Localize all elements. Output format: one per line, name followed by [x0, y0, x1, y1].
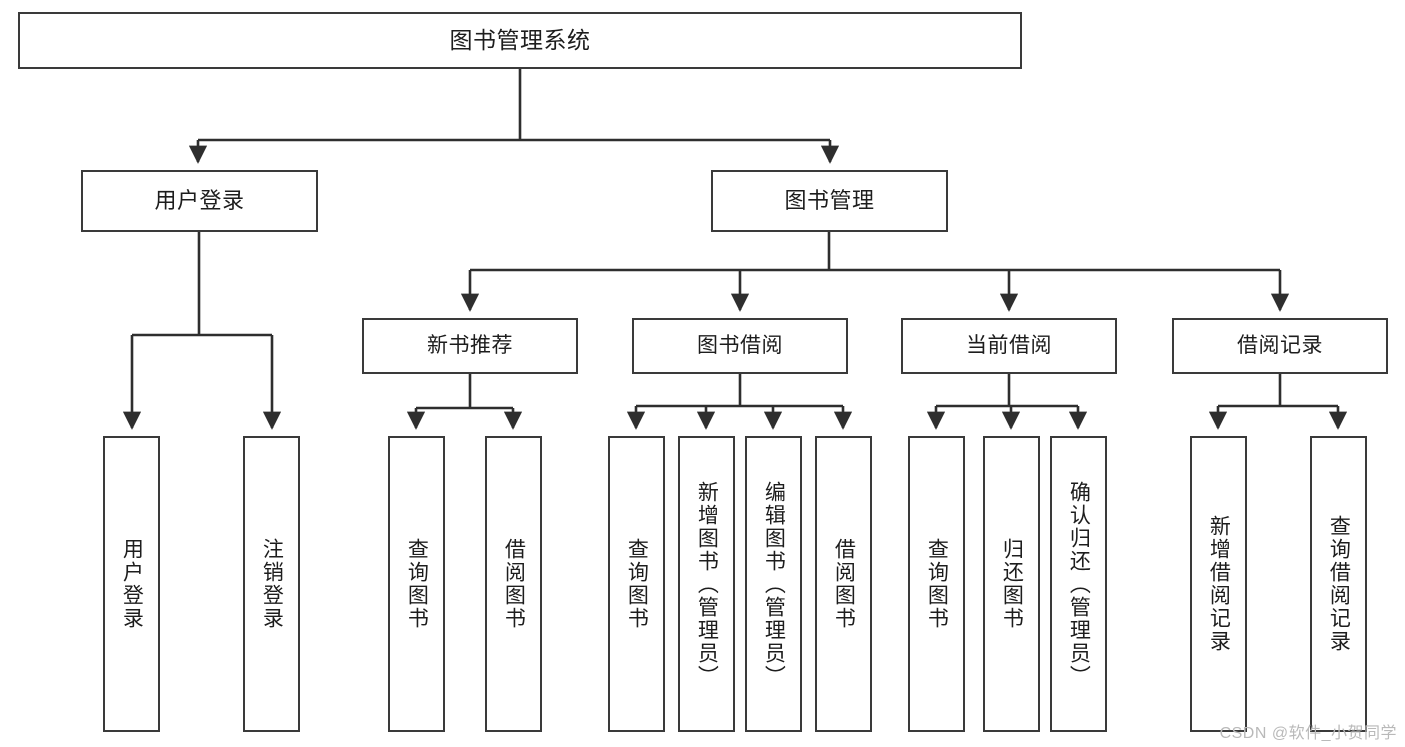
leaf-user-login[interactable]: 用户登录	[103, 436, 160, 732]
node-label: 用户登录	[154, 188, 245, 214]
node-book-management[interactable]: 图书管理	[711, 170, 948, 232]
node-label: 借阅图书	[832, 538, 856, 630]
leaf-add-borrow-record[interactable]: 新增借阅记录	[1190, 436, 1247, 732]
leaf-query-borrow-record[interactable]: 查询借阅记录	[1310, 436, 1367, 732]
node-label: 查询图书	[625, 538, 649, 630]
node-label: 新书推荐	[427, 333, 513, 357]
node-new-book-recommend[interactable]: 新书推荐	[362, 318, 578, 374]
node-label: 查询图书	[925, 538, 949, 630]
node-user-login[interactable]: 用户登录	[81, 170, 318, 232]
leaf-confirm-return-admin[interactable]: 确认归还（管理员）	[1050, 436, 1107, 732]
leaf-return-book[interactable]: 归还图书	[983, 436, 1040, 732]
csdn-watermark: CSDN @软件_小贺同学	[1219, 725, 1397, 742]
node-current-borrow[interactable]: 当前借阅	[901, 318, 1117, 374]
leaf-borrow-book-recommend[interactable]: 借阅图书	[485, 436, 542, 732]
node-label: 查询图书	[405, 538, 429, 630]
leaf-edit-book-admin[interactable]: 编辑图书（管理员）	[745, 436, 802, 732]
node-label: 用户登录	[120, 538, 144, 630]
node-label: 图书管理	[784, 188, 875, 214]
node-label: 当前借阅	[966, 333, 1052, 357]
node-label: 借阅记录	[1237, 333, 1323, 357]
node-label: 图书借阅	[697, 333, 783, 357]
leaf-query-book-recommend[interactable]: 查询图书	[388, 436, 445, 732]
node-borrow-records[interactable]: 借阅记录	[1172, 318, 1388, 374]
leaf-borrow-book[interactable]: 借阅图书	[815, 436, 872, 732]
node-label: 图书管理系统	[449, 26, 591, 53]
node-root-system[interactable]: 图书管理系统	[18, 12, 1022, 69]
leaf-add-book-admin[interactable]: 新增图书（管理员）	[678, 436, 735, 732]
node-label: 编辑图书（管理员）	[762, 480, 786, 688]
node-label: 归还图书	[1000, 538, 1024, 630]
node-label: 借阅图书	[502, 538, 526, 630]
node-label: 新增借阅记录	[1207, 515, 1231, 653]
node-label: 新增图书（管理员）	[695, 480, 719, 688]
node-label: 查询借阅记录	[1327, 515, 1351, 653]
node-label: 确认归还（管理员）	[1067, 480, 1091, 688]
node-label: 注销登录	[260, 538, 284, 630]
leaf-query-book-borrow[interactable]: 查询图书	[608, 436, 665, 732]
leaf-logout[interactable]: 注销登录	[243, 436, 300, 732]
node-book-borrow[interactable]: 图书借阅	[632, 318, 848, 374]
leaf-query-book-current[interactable]: 查询图书	[908, 436, 965, 732]
